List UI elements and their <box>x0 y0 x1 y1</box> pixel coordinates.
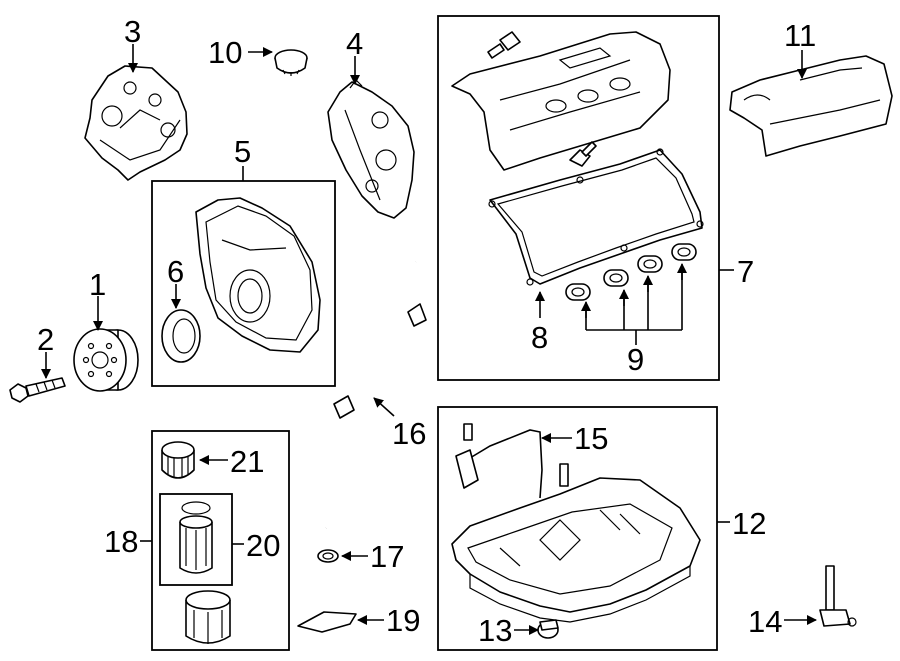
engine-cover-part[interactable] <box>729 55 893 157</box>
callout-4: 4 <box>346 26 363 61</box>
callout-5: 5 <box>234 134 251 169</box>
callout-10: 10 <box>208 35 242 70</box>
dipstick-tube-part[interactable] <box>314 261 427 529</box>
valve-cover-part[interactable] <box>451 31 671 171</box>
callout-15: 15 <box>574 421 608 456</box>
callout-12: 12 <box>732 506 766 541</box>
drain-plug-part[interactable] <box>537 619 559 639</box>
oil-filter-housing-part[interactable] <box>185 590 231 644</box>
filter-element-box <box>159 493 233 586</box>
valve-cover-gasket-part[interactable] <box>488 148 704 286</box>
callout-16: 16 <box>392 416 426 451</box>
front-seal-part[interactable] <box>161 309 201 363</box>
callout-3: 3 <box>124 14 141 49</box>
dipstick-tube-seal-part[interactable] <box>317 549 339 563</box>
leader-16 <box>373 397 395 417</box>
timing-cover-plate-part[interactable] <box>195 197 321 353</box>
callout-7: 7 <box>737 254 754 289</box>
oil-pan-part[interactable] <box>451 477 701 623</box>
callout-9: 9 <box>627 342 644 377</box>
callout-1: 1 <box>89 267 106 302</box>
callout-2: 2 <box>37 322 54 357</box>
callout-13: 13 <box>478 613 512 648</box>
oil-filter-element-part[interactable] <box>179 501 213 574</box>
engine-bracket-part[interactable] <box>84 65 188 181</box>
callout-20: 20 <box>246 528 280 563</box>
leader-9 <box>585 266 683 345</box>
oil-pan-box <box>437 406 718 651</box>
oil-level-sensor-part[interactable] <box>819 565 857 627</box>
oil-cooler-gasket-part[interactable] <box>297 611 357 633</box>
pcv-valve-part[interactable] <box>487 31 521 59</box>
valve-cover-box <box>437 15 720 381</box>
callout-11: 11 <box>784 18 816 53</box>
callout-17: 17 <box>370 539 404 574</box>
crank-pulley-part[interactable] <box>73 328 139 392</box>
valve-cover-bolt-part[interactable] <box>569 141 597 167</box>
oil-pickup-tube-part[interactable] <box>455 423 569 499</box>
front-cover-part[interactable] <box>327 79 415 219</box>
spark-plug-tube-seals-part[interactable] <box>565 243 697 301</box>
callout-6: 6 <box>167 254 184 289</box>
callout-18: 18 <box>104 524 138 559</box>
callout-8: 8 <box>531 320 548 355</box>
callout-21: 21 <box>230 444 264 479</box>
callout-14: 14 <box>748 604 782 639</box>
oil-filler-cap-part[interactable] <box>274 49 308 76</box>
oil-filter-cap-part[interactable] <box>161 441 195 479</box>
callout-19: 19 <box>386 603 420 638</box>
pulley-bolt-part[interactable] <box>9 377 66 403</box>
